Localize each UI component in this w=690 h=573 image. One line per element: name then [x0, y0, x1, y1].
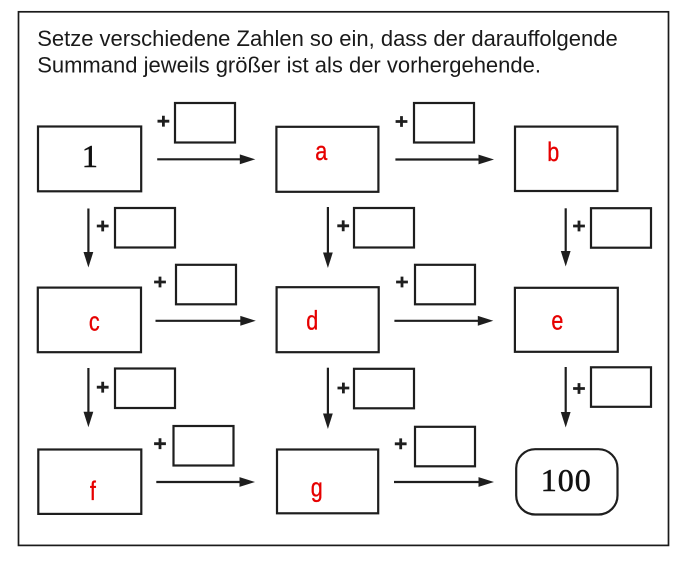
svg-text:f: f	[90, 477, 96, 507]
svg-text:b: b	[547, 138, 559, 168]
svg-text:Setze verschiedene Zahlen so e: Setze verschiedene Zahlen so ein, dass d…	[37, 26, 618, 51]
svg-text:d: d	[306, 306, 318, 336]
svg-text:g: g	[311, 473, 323, 503]
svg-text:a: a	[315, 137, 327, 167]
svg-text:Summand jeweils größer ist als: Summand jeweils größer ist als der vorhe…	[37, 52, 541, 77]
svg-text:c: c	[89, 307, 100, 337]
svg-text:e: e	[551, 306, 563, 336]
svg-text:1: 1	[82, 138, 98, 174]
svg-text:100: 100	[541, 462, 592, 498]
